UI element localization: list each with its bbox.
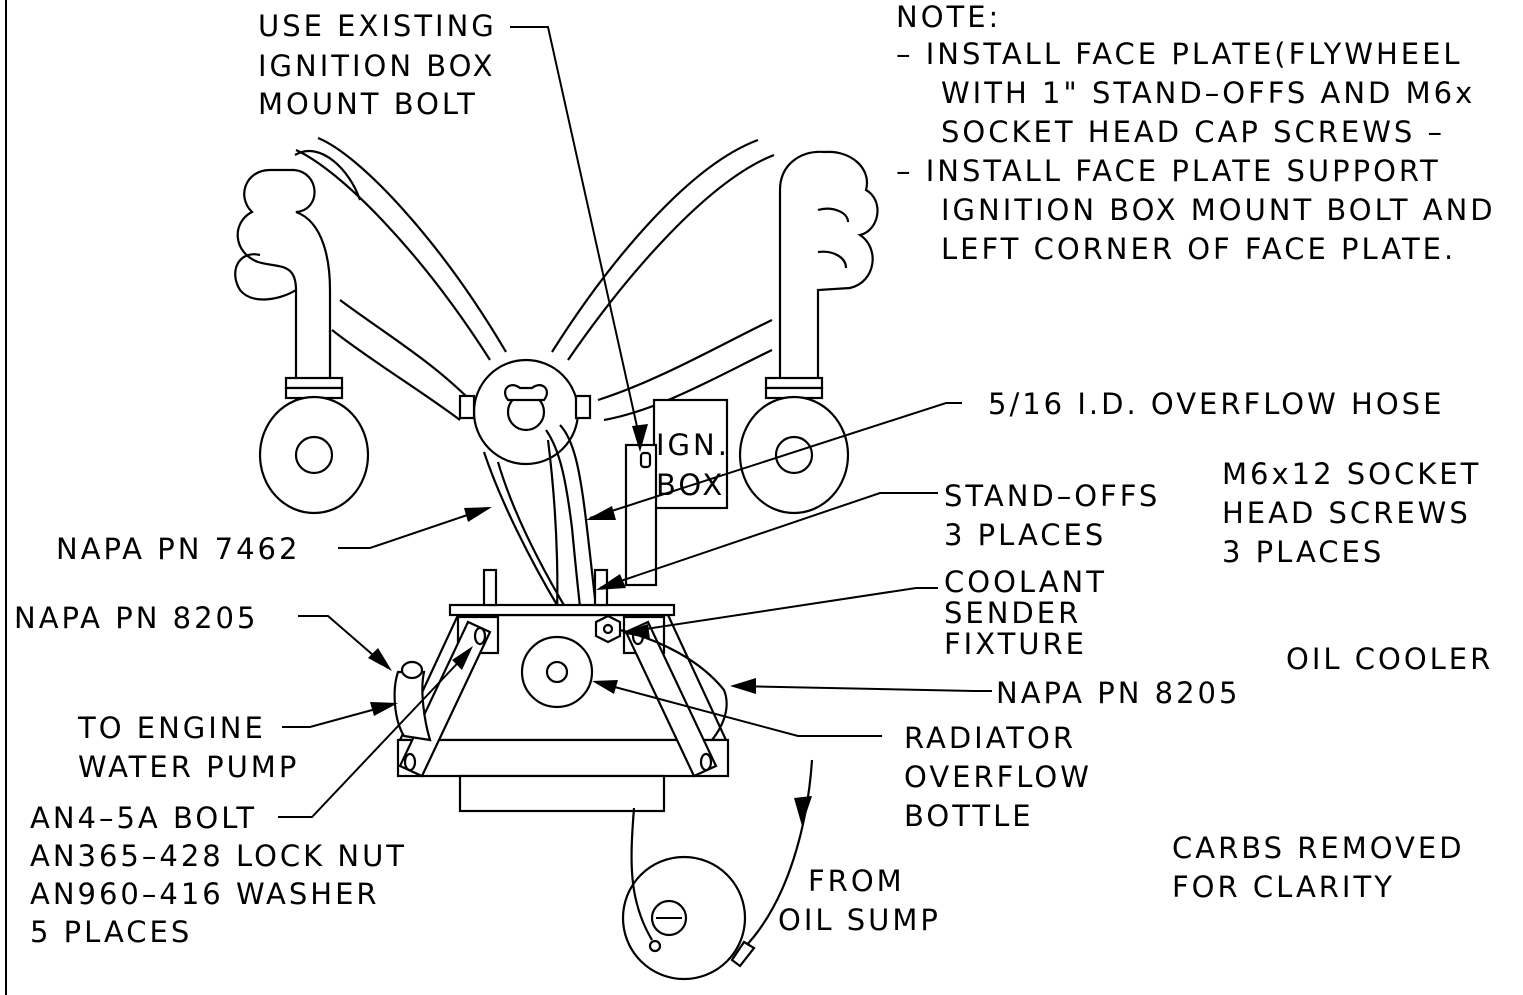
from-oil-sump-label: FROM OIL SUMP	[778, 864, 941, 937]
napa-8205-right-label: NAPA PN 8205	[996, 676, 1240, 710]
note-line-4: – INSTALL FACE PLATE SUPPORT	[896, 154, 1441, 188]
bolt-hardware-line-4: 5 PLACES	[30, 915, 192, 949]
standoffs-label: STAND–OFFS 3 PLACES	[944, 479, 1160, 552]
leader-oil-sump	[794, 796, 812, 826]
leader-bolt-hardware	[278, 646, 473, 818]
bolt-hardware-line-1: AN4–5A BOLT	[30, 801, 257, 835]
note-line-3: SOCKET HEAD CAP SCREWS –	[941, 115, 1445, 149]
to-engine-line-1: TO ENGINE	[77, 711, 266, 745]
right-cylinder	[738, 395, 850, 515]
ign-box-line-2: BOX	[656, 468, 725, 502]
leader-napa-8205-right	[730, 678, 992, 694]
right-carb-flange	[764, 376, 824, 400]
exhaust-hoses	[295, 136, 775, 422]
leader-radiator-bottle	[592, 680, 882, 737]
bolt-hardware-line-2: AN365–428 LOCK NUT	[30, 839, 407, 873]
note-line-5: IGNITION BOX MOUNT BOLT AND	[941, 193, 1496, 227]
leader-napa-7462	[338, 507, 492, 549]
oil-sump-fitting	[621, 759, 814, 981]
coolant-sender-fixture	[594, 614, 728, 741]
distributor-hub	[458, 358, 592, 466]
napa-8205-left-label: NAPA PN 8205	[14, 601, 258, 635]
radiator-bottle-line-3: BOTTLE	[904, 799, 1034, 833]
left-cylinder	[258, 395, 370, 515]
m6-screws-line-3: 3 PLACES	[1222, 535, 1384, 569]
m6-screws-line-1: M6x12 SOCKET	[1222, 457, 1481, 491]
leader-napa-8205-left	[298, 615, 392, 671]
to-engine-label: TO ENGINE WATER PUMP	[77, 711, 299, 784]
bolt-hardware-line-3: AN960–416 WASHER	[30, 877, 380, 911]
to-engine-line-2: WATER PUMP	[78, 750, 299, 784]
ign-box-line-1: IGN.	[656, 428, 730, 462]
coolant-sender-line-3: FIXTURE	[944, 627, 1087, 661]
radiator-bottle-line-1: RADIATOR	[904, 721, 1076, 755]
carbs-removed-label: CARBS REMOVED FOR CLARITY	[1172, 831, 1465, 904]
radiator-bottle-label: RADIATOR OVERFLOW BOTTLE	[904, 721, 1092, 833]
m6-screws-line-2: HEAD SCREWS	[1222, 496, 1471, 530]
standoffs-line-2: 3 PLACES	[944, 518, 1106, 552]
note-heading: NOTE:	[896, 0, 1001, 34]
note-line-6: LEFT CORNER OF FACE PLATE.	[941, 232, 1456, 266]
m6-screws-label: M6x12 SOCKET HEAD SCREWS 3 PLACES	[1222, 457, 1481, 569]
bolt-hardware-label: AN4–5A BOLT AN365–428 LOCK NUT AN960–416…	[30, 801, 407, 949]
use-existing-label: USE EXISTING IGNITION BOX MOUNT BOLT	[258, 9, 497, 121]
coolant-sender-label: COOLANT SENDER FIXTURE	[944, 565, 1107, 661]
water-pump-hose	[393, 660, 432, 742]
leader-to-engine	[282, 702, 398, 728]
standoffs-line-1: STAND–OFFS	[944, 479, 1160, 513]
coolant-sender-line-2: SENDER	[944, 596, 1081, 630]
overflow-hose-label: 5/16 I.D. OVERFLOW HOSE	[988, 387, 1444, 421]
note-line-2: WITH 1" STAND–OFFS AND M6x	[941, 76, 1475, 110]
note-line-1: – INSTALL FACE PLATE(FLYWHEEL	[896, 37, 1463, 71]
leader-coolant-sender	[622, 587, 938, 639]
leader-overflow-hose	[586, 402, 962, 520]
coolant-sender-line-1: COOLANT	[944, 565, 1107, 599]
from-oil-sump-line-2: OIL SUMP	[778, 903, 941, 937]
leader-use-existing	[510, 26, 648, 452]
ignition-box	[624, 398, 729, 587]
right-exhaust-pipe	[778, 150, 879, 419]
carbs-removed-line-2: FOR CLARITY	[1172, 870, 1395, 904]
left-carb-flange	[284, 376, 344, 400]
use-existing-line-1: USE EXISTING	[258, 9, 497, 43]
note-block: NOTE: – INSTALL FACE PLATE(FLYWHEEL WITH…	[896, 0, 1496, 266]
from-oil-sump-line-1: FROM	[808, 864, 905, 898]
ign-box-label: IGN. BOX	[656, 428, 730, 502]
use-existing-line-3: MOUNT BOLT	[258, 87, 478, 121]
radiator-bottle-line-2: OVERFLOW	[904, 760, 1092, 794]
oil-cooler-label: OIL COOLER	[1286, 642, 1493, 676]
leader-standoffs	[596, 492, 938, 590]
carbs-removed-line-1: CARBS REMOVED	[1172, 831, 1465, 865]
napa-7462-label: NAPA PN 7462	[56, 532, 300, 566]
left-exhaust-pipe	[234, 149, 362, 420]
use-existing-line-2: IGNITION BOX	[258, 49, 496, 83]
